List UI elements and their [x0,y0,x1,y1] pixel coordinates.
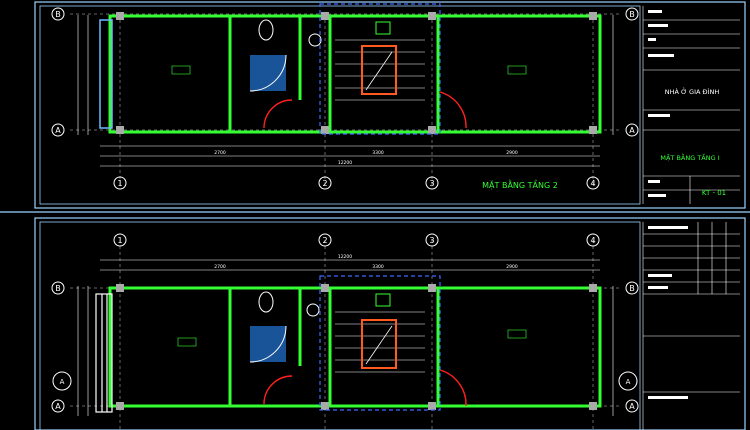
grid-lines [70,13,620,185]
axis-bubbles-top [51,7,639,190]
shower-area [250,55,286,91]
room-tag [177,337,197,347]
outer-frame [34,217,746,430]
door-swing-icon [439,369,467,407]
title-block [642,6,740,204]
drawing-sheet-2: 1 2 3 4 B A B A A A 12200 2700 3300 2900 [0,216,750,430]
axis-label: 2 [322,236,327,245]
toilet-icon [258,19,274,41]
axis-label: 1 [117,179,122,188]
stair-boundary [319,275,441,411]
section-mark: A [60,378,65,386]
drawing-name: MẶT BẰNG TẦNG I [660,152,719,162]
room-tag [507,65,527,75]
axis-label: A [629,126,635,135]
axis-bubbles [51,233,639,413]
stair-well [361,319,397,369]
dimension-text: 2700 [214,264,226,270]
axis-label: B [55,284,61,293]
dimension-text: 12200 [338,160,352,166]
inner-frame [39,221,641,430]
axis-label: 3 [429,236,434,245]
floor-plan-drawing-1: 1 2 3 4 B A B A 2700 3300 2900 12200 MẶT… [0,1,750,213]
sheet-number: KT - 01 [702,189,726,197]
title-block [642,222,740,430]
stair-treads [335,39,425,101]
door-swing-icon [263,375,293,405]
room-tag [507,329,527,339]
outer-frame [34,1,746,209]
axis-label: 2 [322,179,327,188]
dimension-lines [77,15,614,167]
door-swing-icon [439,91,467,129]
sink-icon [308,33,322,47]
columns [116,12,597,134]
dimension-text: 2900 [506,264,518,270]
axis-label: A [55,402,61,411]
axis-label: 3 [429,179,434,188]
dimension-lines [77,259,614,416]
toilet-icon [258,291,274,313]
axis-label: 4 [590,236,595,245]
balcony [99,19,113,129]
floor-plan-drawing-2: 1 2 3 4 B A B A A A 12200 2700 3300 2900 [34,217,746,430]
inner-frame [39,5,641,205]
project-name: NHÀ Ở GIA ĐÌNH [665,86,720,96]
section-mark: A [626,378,631,386]
dimension-text: 3300 [372,150,384,156]
shower-area [250,326,286,362]
plan-title: MẶT BẰNG TẦNG 2 [482,178,558,191]
stair-treads [335,311,425,373]
columns [116,284,597,410]
walls [108,286,602,408]
axis-label: B [55,10,61,19]
entry-steps [95,293,113,413]
axis-label: 4 [590,179,595,188]
axis-label: 1 [117,236,122,245]
stair-well [361,45,397,95]
axis-label: A [629,402,635,411]
stair-boundary [319,3,441,135]
dimension-text: 12200 [338,254,352,260]
axis-label: B [629,284,635,293]
dimension-text: 2900 [506,150,518,156]
grid-lines [70,240,620,430]
axis-label: A [55,126,61,135]
dimension-text: 3300 [372,264,384,270]
walls [108,14,602,134]
dimension-text: 2700 [214,150,226,156]
sink-icon [306,303,320,317]
drawing-sheet-1: 1 2 3 4 B A B A 2700 3300 2900 12200 MẶT… [0,0,750,214]
door-swing-icon [263,99,293,129]
axis-label: B [629,10,635,19]
room-tag [171,65,191,75]
